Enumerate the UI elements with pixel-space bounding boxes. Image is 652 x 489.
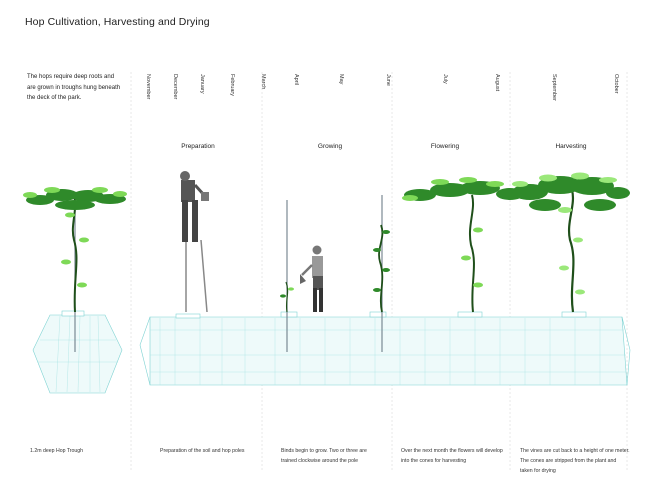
gardener-watering (300, 245, 323, 312)
phase-label-harvesting: Harvesting (555, 143, 587, 150)
caption-trough: 1.2m deep Hop Trough (30, 448, 84, 454)
intro-text: The hops require deep roots and are grow… (27, 74, 121, 101)
phase-label-flowering: Flowering (430, 143, 460, 150)
hop-plant-growing (280, 281, 294, 313)
diagram-title: Hop Cultivation, Harvesting and Drying (25, 16, 210, 28)
month-gridlines (130, 72, 628, 470)
hop-plant-harvesting (512, 172, 630, 313)
caption-preparation: Preparation of the soil and hop poles (160, 448, 245, 454)
phase-label-growing: Growing (317, 143, 343, 150)
caption-harvesting: The vines are cut back to a height of on… (520, 448, 630, 474)
hop-trough-small (32, 310, 123, 394)
long-trough (139, 311, 631, 386)
hop-plant-left (23, 187, 127, 313)
hop-plant-flowering (402, 177, 524, 313)
hop-plant-vine (373, 224, 390, 313)
caption-growing: Binds begin to grow. Two or three are tr… (281, 448, 367, 464)
phase-label-preparation: Preparation (181, 143, 215, 150)
worker-on-stilts (180, 171, 209, 313)
caption-flowering: Over the next month the flowers will dev… (401, 448, 503, 464)
